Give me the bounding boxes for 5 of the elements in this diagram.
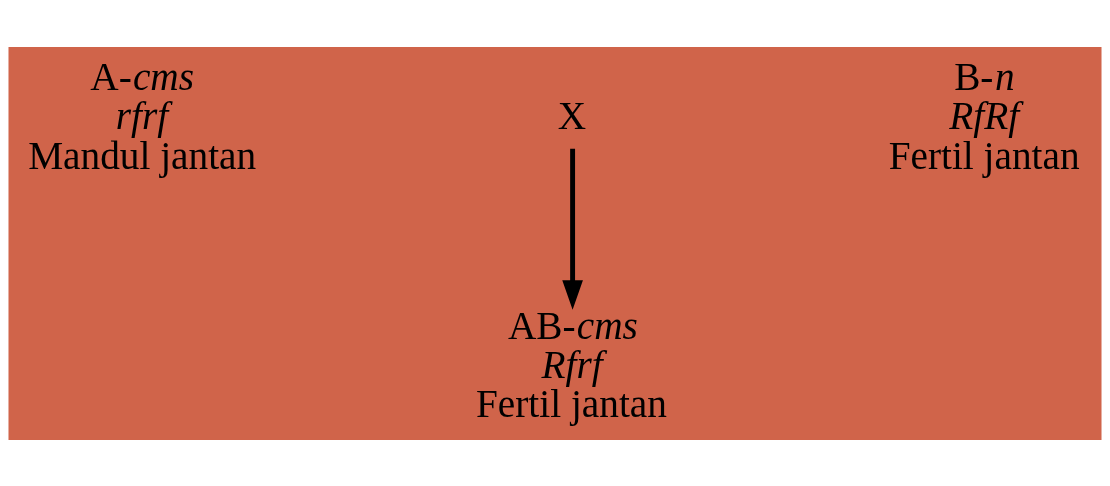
node-text: X — [557, 93, 587, 138]
node-text: A-cms rfrf Mandul jantan — [28, 54, 257, 177]
node-text: B-n RfRf Fertil jantan — [888, 54, 1080, 177]
arrow — [562, 148, 583, 310]
node-text: AB-cms Rfrf Fertil jantan — [475, 303, 667, 426]
